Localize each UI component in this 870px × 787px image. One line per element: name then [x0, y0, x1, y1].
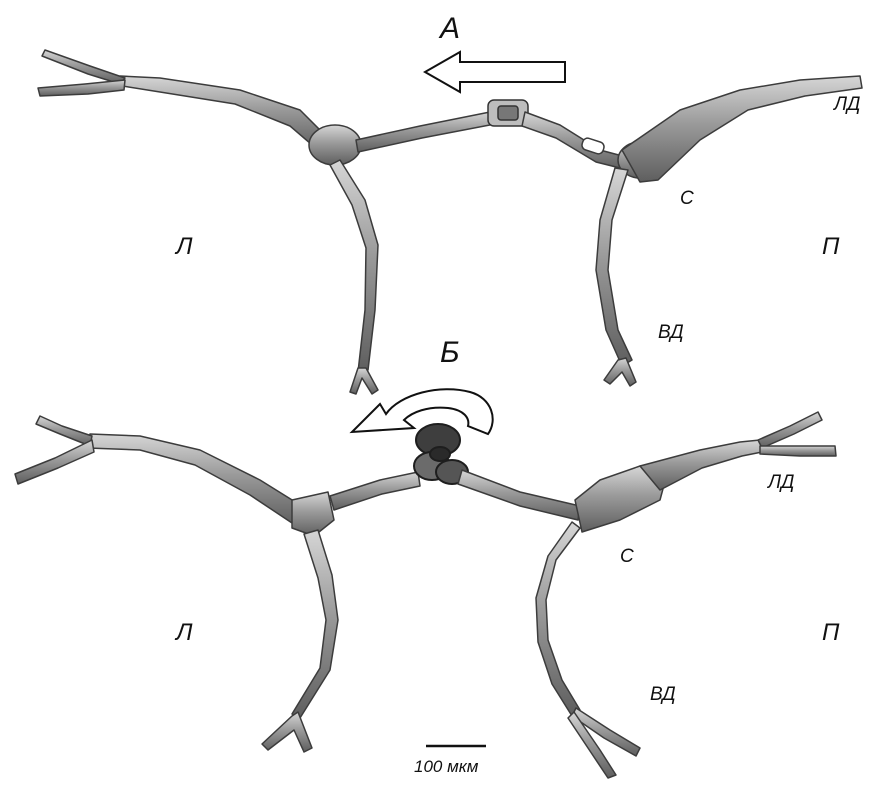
- panel-a-left-upper-branch: [110, 76, 330, 150]
- panel-b-left-fork-upper: [36, 416, 92, 446]
- panel-a-right-upper-branch: [622, 76, 862, 182]
- panel-a-right-label: П: [822, 233, 840, 260]
- panel-b: [15, 389, 836, 778]
- panel-b-left-lower-branch: [292, 530, 338, 718]
- panel-a-c-label: С: [680, 188, 694, 209]
- panel-b-right-fork-upper: [758, 412, 822, 448]
- panel-a-left-fork-upper: [42, 50, 125, 84]
- panel-b-left-upper-branch: [88, 434, 305, 525]
- panel-a-left-lower-branch: [330, 160, 378, 372]
- panel-a-right-connector: [522, 112, 630, 170]
- panel-a-left-structure: [38, 50, 495, 394]
- panel-a-central-connector: [356, 112, 495, 152]
- panel-b-letter: Б: [440, 336, 460, 369]
- scale-bar-label: 100 мкм: [414, 757, 479, 776]
- panel-b-left-connector: [330, 472, 420, 510]
- panel-b-right-label: П: [822, 619, 840, 646]
- panel-a-left-lower-fork: [350, 368, 378, 394]
- panel-a-left-fork-lower: [38, 80, 125, 96]
- panel-a-left-node: [309, 125, 361, 165]
- panel-a-vd-label: ВД: [658, 322, 684, 343]
- panel-b-c-label: С: [620, 546, 634, 567]
- panel-a-right-structure: [522, 76, 862, 386]
- panel-b-curved-arrow: [352, 389, 493, 434]
- panel-a-ld-label: ЛД: [832, 94, 860, 115]
- panel-b-left-label: Л: [174, 619, 193, 646]
- panel-b-left-structure: [15, 416, 420, 752]
- panel-b-ld-label: ЛД: [766, 472, 794, 493]
- panel-b-left-node: [292, 492, 334, 536]
- panel-b-left-fork-lower: [15, 440, 94, 484]
- panel-a-arrow: [425, 52, 565, 92]
- panel-a-left-label: Л: [174, 233, 193, 260]
- panel-b-right-lower-branch: [536, 522, 580, 716]
- panel-b-right-structure: [458, 412, 836, 778]
- panel-b-right-connector: [458, 470, 580, 520]
- panel-a-right-lower-branch: [596, 168, 632, 366]
- panel-a-knot: [488, 100, 528, 126]
- panel-b-left-lower-fork: [262, 712, 312, 752]
- panel-a-letter: А: [438, 12, 460, 45]
- panel-a-right-lower-fork: [604, 358, 636, 386]
- panel-b-right-fork-lower: [760, 446, 836, 456]
- panel-b-vd-label: ВД: [650, 684, 676, 705]
- panel-b-right-upper-branch: [640, 440, 762, 490]
